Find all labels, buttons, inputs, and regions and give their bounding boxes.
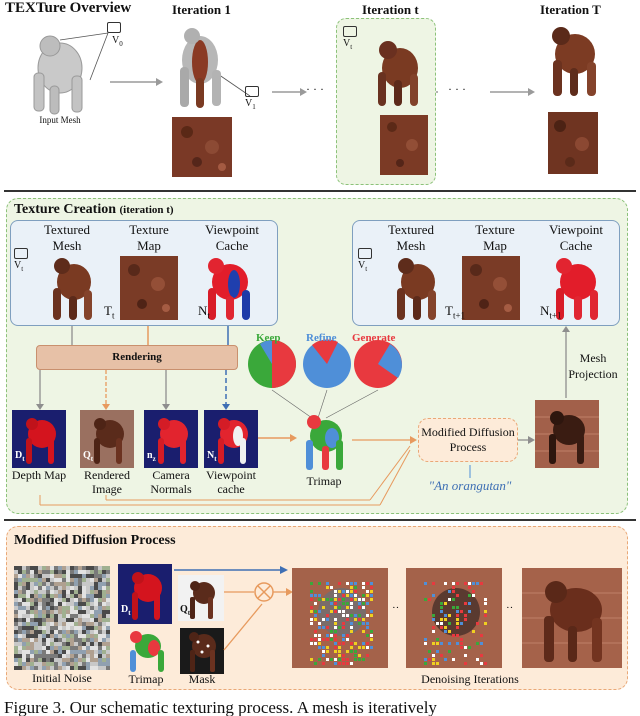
updated-textured-mesh-image [388, 254, 446, 322]
depth-map-label: Depth Map [11, 468, 67, 482]
denoising-label: Denoising Iterations [421, 672, 519, 686]
Q-tag: Qt [180, 604, 191, 617]
trimap-image [296, 410, 352, 472]
diffusion-output-image [535, 400, 599, 468]
vt-label: Vt [14, 260, 24, 273]
initial-noise-image [14, 566, 110, 670]
Q-tag: Qt [83, 450, 94, 463]
mask-label: Mask [188, 672, 216, 686]
iteration-t-mesh [370, 36, 428, 108]
col-texture-map: Texture Map [475, 222, 515, 253]
input-mesh-image [20, 28, 100, 118]
n-tag: nz [147, 450, 156, 463]
camera-icon [14, 248, 28, 259]
keep-label: Keep [256, 332, 281, 344]
N-label: Nt [198, 303, 210, 321]
iteration-t-texture [380, 115, 428, 175]
T-label: Tt [104, 303, 115, 321]
iteration-1-mesh [170, 22, 240, 110]
vt-label: Vt [343, 38, 353, 51]
diffusion-depth-image [118, 564, 172, 624]
col-textured-mesh: Textured Mesh [43, 222, 90, 253]
trimap-label: Trimap [128, 672, 164, 686]
iteration-1-title: Iteration 1 [172, 2, 231, 17]
viewpoint-cache-map-label: Viewpoint cache [206, 468, 256, 496]
camera-icon [107, 22, 121, 33]
v1-label: V1 [245, 98, 256, 111]
initial-noise-label: Initial Noise [32, 671, 92, 685]
D-tag: Dt [15, 450, 25, 463]
diffusion-title: Modified Diffusion Process [14, 533, 176, 548]
iteration-t-title: Iteration t [362, 2, 419, 17]
modified-diffusion-box: Modified Diffusion Process [418, 418, 518, 462]
rendered-image [80, 410, 134, 468]
iteration-T-texture [548, 112, 598, 174]
camera-icon [358, 248, 372, 259]
diffusion-trimap-image [120, 628, 174, 674]
separator [4, 519, 636, 521]
N-next-label: Nt+1 [540, 303, 562, 321]
input-mesh-label: Input Mesh [39, 115, 81, 125]
dots-3: ·· [392, 602, 400, 614]
v0-label: V0 [112, 35, 123, 48]
separator [4, 190, 636, 192]
iteration-1-texture [172, 117, 232, 177]
texture-map-image [120, 256, 178, 320]
D-tag: Dt [121, 604, 131, 617]
updated-texture-map-image [462, 256, 520, 320]
figure-caption: Figure 3. Our schematic texturing proces… [4, 698, 437, 716]
viewpoint-cache-image [200, 254, 260, 322]
updated-viewpoint-cache-image [548, 254, 608, 322]
col-textured-mesh: Textured Mesh [387, 222, 434, 253]
denoising-step-3 [522, 568, 622, 668]
camera-icon [245, 86, 259, 97]
viewpoint-cache-map-image [204, 410, 258, 468]
overview-title: TEXTure Overview [5, 0, 132, 16]
denoising-step-2 [406, 568, 502, 668]
rendered-image-label: Rendered Image [84, 468, 130, 496]
generate-label: Generate [352, 332, 396, 344]
textured-mesh-image [44, 254, 102, 322]
prompt-text: "An orangutan" [428, 478, 512, 493]
iteration-T-mesh [543, 24, 605, 99]
depth-map-image [12, 410, 66, 468]
camera-normals-label: Camera Normals [150, 468, 192, 496]
vt-label: Vt [358, 260, 368, 273]
mesh-projection-label: Mesh Projection [568, 351, 618, 381]
iteration-T-title: Iteration T [540, 2, 601, 17]
N-tag: Nt [207, 450, 217, 463]
dots-2: · · · [448, 82, 466, 96]
col-viewpoint-cache: Viewpoint Cache [548, 222, 604, 253]
diffusion-rendered-image [178, 575, 224, 621]
trimap-label: Trimap [306, 474, 342, 488]
col-viewpoint-cache: Viewpoint Cache [204, 222, 260, 253]
col-texture-map: Texture Map [129, 222, 169, 253]
dots-4: ·· [506, 602, 514, 614]
mask-image [180, 628, 224, 674]
refine-label: Refine [306, 332, 337, 344]
camera-icon [343, 26, 357, 37]
camera-normals-image [144, 410, 198, 468]
dots-1: · · · [306, 82, 324, 96]
texture-creation-title: Texture Creation (iteration t) [14, 202, 174, 217]
T-next-label: Tt+1 [445, 303, 466, 321]
denoising-step-1 [292, 568, 388, 668]
rendering-bar: Rendering [36, 345, 238, 370]
